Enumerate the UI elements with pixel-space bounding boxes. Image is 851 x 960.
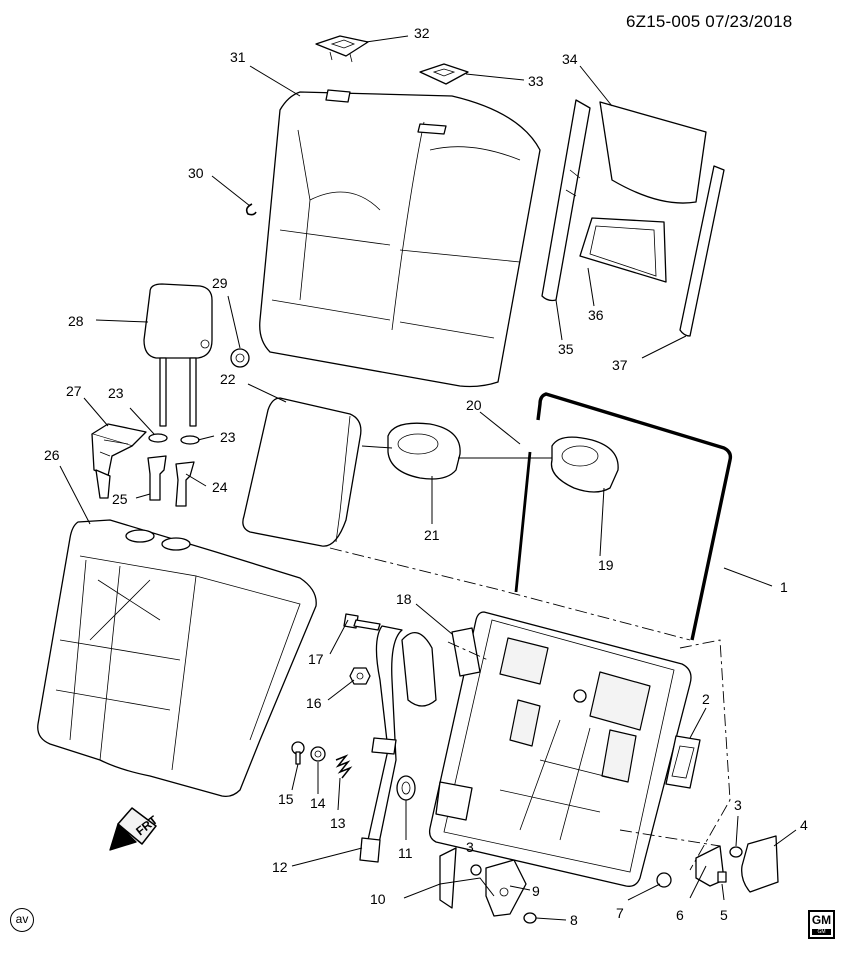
callout-7: 7 — [616, 905, 624, 921]
callout-21: 21 — [424, 527, 440, 543]
callout-19: 19 — [598, 557, 614, 573]
pivot-bushing — [396, 775, 416, 801]
bushing — [310, 746, 326, 762]
callout-33: 33 — [528, 73, 544, 89]
bushing-right — [656, 872, 672, 888]
callout-1: 1 — [780, 579, 788, 595]
corner-badge: av — [10, 908, 34, 932]
washer-left — [148, 433, 168, 443]
callout-36: 36 — [588, 307, 604, 323]
callout-2: 2 — [702, 691, 710, 707]
seat-back-frame — [37, 519, 317, 798]
callout-17: 17 — [308, 651, 324, 667]
hinge-plate — [695, 845, 725, 887]
callout-10: 10 — [370, 891, 386, 907]
clip — [245, 203, 257, 216]
trim-strip — [514, 451, 532, 593]
callout-22: 22 — [220, 371, 236, 387]
callout-3-lower: 3 — [466, 839, 474, 855]
callout-34: 34 — [562, 51, 578, 67]
headrest-guide-bezel-left — [315, 35, 369, 63]
bolt-right — [729, 846, 743, 858]
headrest-guide-bezel-right — [419, 63, 469, 85]
callout-15: 15 — [278, 791, 294, 807]
callout-20: 20 — [466, 397, 482, 413]
callout-3-right: 3 — [734, 797, 742, 813]
seat-belt-retractor — [359, 625, 437, 863]
gm-logo-icon: GM GM — [808, 910, 835, 939]
washer-right — [180, 435, 200, 445]
front-direction-arrow-icon: FRT — [109, 807, 161, 851]
callout-35: 35 — [558, 341, 574, 357]
callout-5: 5 — [720, 907, 728, 923]
bolt — [343, 613, 381, 631]
clip-small — [717, 871, 727, 883]
spring — [335, 754, 353, 779]
frame-trim-seal — [536, 392, 733, 641]
pivot-bolt — [291, 741, 305, 765]
nut — [349, 667, 371, 685]
trim-cover — [439, 847, 457, 909]
latch-release-bezel — [665, 735, 701, 789]
bolt-lower — [523, 912, 537, 924]
leader-lines — [59, 35, 797, 921]
headrest-guide-left — [147, 455, 167, 501]
cup-holder-housing — [550, 436, 619, 493]
callout-13: 13 — [330, 815, 346, 831]
callout-27: 27 — [66, 383, 82, 399]
callout-32: 32 — [414, 25, 430, 41]
end-cover — [741, 835, 779, 893]
callout-23-right: 23 — [220, 429, 236, 445]
callout-18: 18 — [396, 591, 412, 607]
callout-23-left: 23 — [108, 385, 124, 401]
armrest — [242, 397, 362, 547]
callout-26: 26 — [44, 447, 60, 463]
callout-14: 14 — [310, 795, 326, 811]
callout-4: 4 — [800, 817, 808, 833]
callout-9: 9 — [532, 883, 540, 899]
hinge-bracket — [485, 859, 527, 917]
callout-37: 37 — [612, 357, 628, 373]
callout-30: 30 — [188, 165, 204, 181]
callout-16: 16 — [306, 695, 322, 711]
callout-28: 28 — [68, 313, 84, 329]
armrest-bezel — [91, 423, 147, 499]
grommet — [230, 348, 250, 368]
seat-back-frame-assembly — [428, 611, 692, 887]
callout-12: 12 — [272, 859, 288, 875]
gm-logo-text: GM — [811, 913, 832, 927]
callout-8: 8 — [570, 912, 578, 928]
seat-back-cover — [259, 89, 541, 388]
callout-6: 6 — [676, 907, 684, 923]
bolt-small — [470, 864, 482, 876]
headrest — [143, 283, 213, 427]
headrest-guide-right — [175, 461, 195, 507]
seat-back-pad-panels — [541, 99, 725, 337]
document-id: 6Z15-005 07/23/2018 — [626, 12, 793, 31]
callout-31: 31 — [230, 49, 246, 65]
callout-24: 24 — [212, 479, 228, 495]
callout-25: 25 — [112, 491, 128, 507]
callout-11: 11 — [398, 845, 413, 861]
gm-logo-sub: GM — [812, 929, 831, 935]
callout-29: 29 — [212, 275, 228, 291]
cup-holder-insert — [387, 422, 461, 480]
